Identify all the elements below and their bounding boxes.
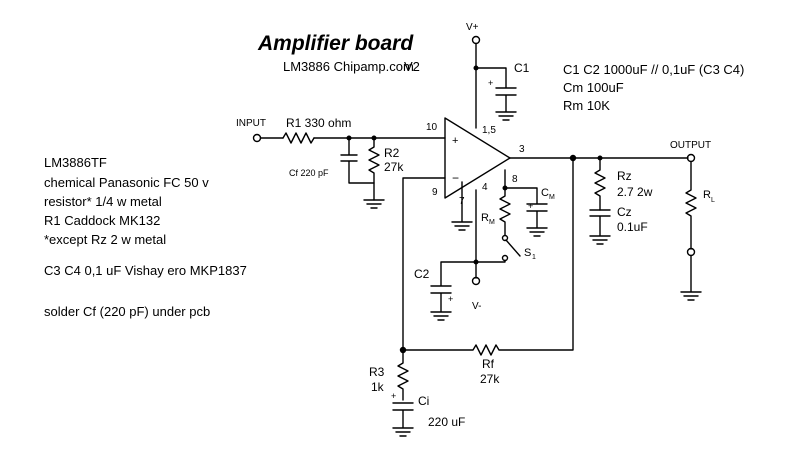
label-cf: Cf 220 pF xyxy=(289,168,329,178)
note-right-line: Rm 10K xyxy=(563,98,610,113)
label-c1-plus: + xyxy=(488,78,493,88)
r3-resistor xyxy=(397,349,409,401)
label-rf: Rf xyxy=(482,357,495,371)
wire-s1-to-vminus xyxy=(475,259,506,263)
rf-resistor xyxy=(402,157,574,356)
ci-capacitor xyxy=(392,402,414,437)
s1-switch-blade xyxy=(505,239,521,257)
cf-capacitor xyxy=(340,137,375,184)
label-ci-value: 220 uF xyxy=(428,415,465,429)
label-pin8: 8 xyxy=(512,174,518,185)
c2-capacitor xyxy=(430,261,477,321)
note-left-line: chemical Panasonic FC 50 v xyxy=(44,175,209,190)
ground-r2 xyxy=(363,199,385,209)
label-r2-value: 27k xyxy=(384,160,404,174)
label-rz-value: 2.7 2w xyxy=(617,185,653,199)
note-left-line: LM3886TF xyxy=(44,155,107,170)
label-vplus: V+ xyxy=(466,22,479,33)
vplus-terminal xyxy=(471,35,481,45)
label-c1: C1 xyxy=(514,61,530,75)
label-s1-sub: 1 xyxy=(532,254,536,261)
diagram-title: Amplifier board xyxy=(257,32,414,55)
label-rl-sub: L xyxy=(711,197,715,204)
junction-r2 xyxy=(371,135,377,141)
label-c2: C2 xyxy=(414,267,430,281)
rl-load xyxy=(685,160,697,250)
opamp-lm3886 xyxy=(444,117,511,199)
label-cz: Cz xyxy=(617,205,632,219)
opamp-plus-symbol: + xyxy=(452,135,458,147)
label-cm-sub: M xyxy=(549,194,555,201)
label-rm-sub: M xyxy=(489,219,495,226)
vminus-terminal xyxy=(471,276,481,286)
junction-cf xyxy=(346,135,352,141)
label-input: INPUT xyxy=(236,118,266,129)
label-pin7: 7 xyxy=(459,196,465,207)
note-left-line: *except Rz 2 w metal xyxy=(44,232,166,247)
note-right-line: Cm 100uF xyxy=(563,80,624,95)
label-c2-plus: + xyxy=(448,294,453,304)
note-left-line: R1 Caddock MK132 xyxy=(44,213,160,228)
note-left-line: resistor* 1/4 w metal xyxy=(44,194,162,209)
label-cz-value: 0.1uF xyxy=(617,220,648,234)
opamp-minus-symbol: − xyxy=(452,171,459,185)
input-terminal xyxy=(252,133,262,143)
rm-resistor xyxy=(499,187,511,236)
label-pin15: 1,5 xyxy=(482,125,496,136)
label-rz: Rz xyxy=(617,169,632,183)
s1-contact-top xyxy=(501,234,509,242)
r2-resistor xyxy=(368,137,380,201)
ground-rl xyxy=(680,254,702,301)
label-r1: R1 330 ohm xyxy=(286,116,351,130)
note-left-line: solder Cf (220 pF) under pcb xyxy=(44,304,210,319)
label-rf-value: 27k xyxy=(480,372,500,386)
label-rm: R xyxy=(481,212,489,224)
note-right-line: C1 C2 1000uF // 0,1uF (C3 C4) xyxy=(563,62,744,77)
label-r2: R2 xyxy=(384,146,400,160)
s1-contact-bottom xyxy=(501,254,509,262)
label-pin9: 9 xyxy=(432,187,438,198)
ground-pin7 xyxy=(451,181,473,231)
diagram-subtitle: LM3886 Chipamp.com xyxy=(283,59,414,74)
label-s1: S xyxy=(524,247,531,259)
cz-capacitor xyxy=(589,209,611,245)
label-pin3: 3 xyxy=(519,144,525,155)
label-vminus: V- xyxy=(472,301,481,312)
label-rl: R xyxy=(703,189,711,201)
label-pin10: 10 xyxy=(426,122,438,133)
diagram-version: V2 xyxy=(404,59,420,74)
label-ci: Ci xyxy=(418,394,429,408)
r1-resistor xyxy=(282,132,315,144)
label-cm-plus: + xyxy=(528,201,533,211)
cm-capacitor xyxy=(504,169,548,237)
label-output: OUTPUT xyxy=(670,140,711,151)
label-r3: R3 xyxy=(369,365,385,379)
c1-capacitor xyxy=(475,67,517,121)
rz-resistor xyxy=(594,157,606,211)
label-r3-value: 1k xyxy=(371,380,385,394)
note-left-line: C3 C4 0,1 uF Vishay ero MKP1837 xyxy=(44,263,247,278)
wire-inverting-input xyxy=(402,177,446,351)
label-ci-plus: + xyxy=(391,391,396,401)
label-cm: C xyxy=(541,187,549,199)
label-pin4: 4 xyxy=(482,182,488,193)
